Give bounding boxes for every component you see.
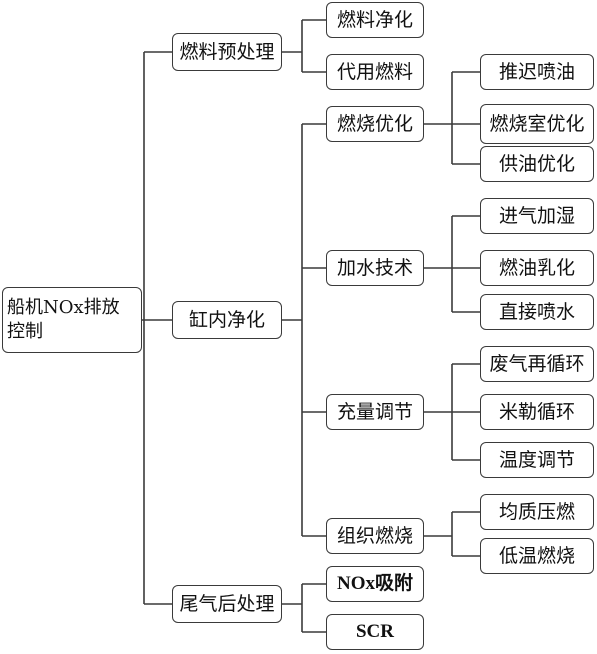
node-charge-adjustment: 充量调节 [326, 394, 424, 430]
node-organized-combustion: 组织燃烧 [326, 518, 424, 554]
node-miller-cycle: 米勒循环 [480, 394, 594, 430]
node-exhaust-gas-recirculation: 废气再循环 [480, 346, 594, 382]
node-fuel-supply-optimization: 供油优化 [480, 146, 594, 182]
node-combustion-chamber-optimization: 燃烧室优化 [480, 104, 594, 144]
node-exhaust-after-treatment: 尾气后处理 [172, 585, 282, 623]
node-low-temperature-combustion: 低温燃烧 [480, 538, 594, 574]
node-scr: SCR [326, 614, 424, 650]
node-intake-humidification: 进气加湿 [480, 198, 594, 234]
node-homogeneous-compression-ignition: 均质压燃 [480, 494, 594, 530]
node-retard-injection: 推迟喷油 [480, 54, 594, 90]
root-node: 船机NOx排放控制 [2, 287, 142, 353]
node-water-addition: 加水技术 [326, 250, 424, 286]
node-temperature-adjustment: 温度调节 [480, 442, 594, 478]
node-nox-adsorption: NOx吸附 [326, 566, 424, 602]
node-alternative-fuel: 代用燃料 [326, 54, 424, 90]
node-fuel-emulsification: 燃油乳化 [480, 250, 594, 286]
node-fuel-pretreatment: 燃料预处理 [172, 33, 282, 71]
node-in-cylinder-purification: 缸内净化 [172, 301, 282, 339]
node-fuel-cleaning: 燃料净化 [326, 2, 424, 38]
node-direct-water-injection: 直接喷水 [480, 294, 594, 330]
node-combustion-optimization: 燃烧优化 [326, 106, 424, 142]
